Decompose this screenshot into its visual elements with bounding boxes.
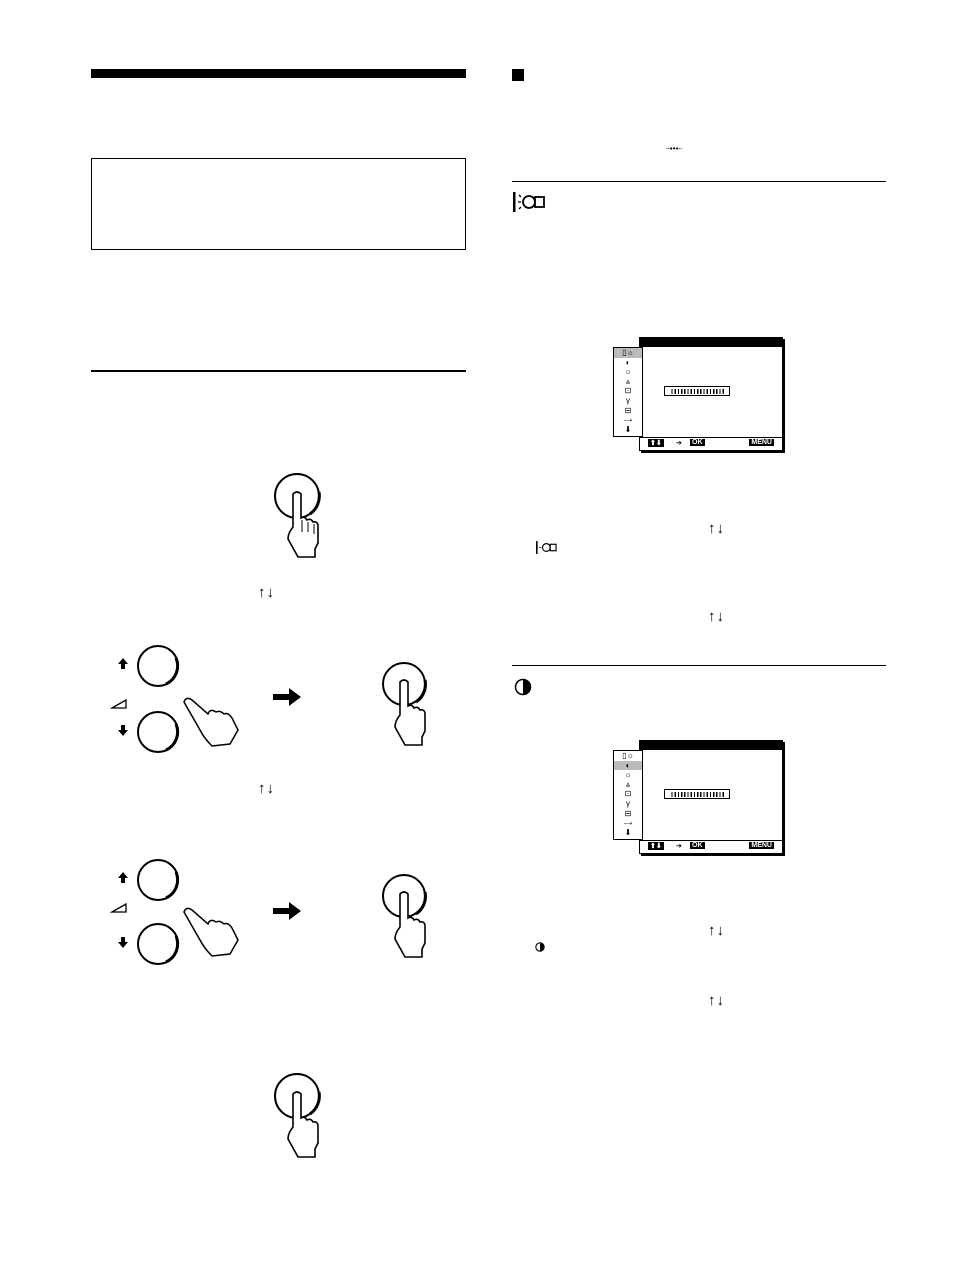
osd-icon-menu: ▯☼ ◐ ☼ ⩓ ⊡ γ ⊟ ⤏ ⬇ — [613, 750, 643, 840]
osd-nav-icon: ⬆⬇ — [648, 439, 664, 447]
section-title-bar — [91, 69, 466, 78]
up-down-arrows-icon: ↑↓ — [708, 520, 725, 537]
osd-screen: ⬆⬇ ➔ OK MENU — [639, 740, 783, 854]
up-down-buttons-with-hand-icon — [110, 859, 239, 965]
osd-backlight-menu: ⬆⬇ ➔ OK MENU ▯☼ ◐ ☼ ⩓ ⊡ γ ⊟ ⤏ ⬇ — [613, 337, 783, 453]
osd-menu-contrast-icon: ◐ — [625, 357, 631, 367]
section-bullet-icon — [512, 69, 524, 81]
osd-menu-color-icon: ⊡ — [624, 789, 632, 799]
osd-level-bar — [664, 789, 730, 799]
osd-menu-label: MENU — [749, 842, 774, 849]
adjust-buttons-illustration-1 — [110, 642, 250, 756]
down-arrow-icon — [118, 725, 128, 736]
hand-pressing-button-icon — [382, 874, 427, 958]
up-arrow-icon — [118, 658, 128, 669]
arrow-right-icon — [273, 688, 301, 706]
arrow-right-icon — [273, 902, 301, 920]
adjust-buttons-illustration-2 — [110, 856, 250, 970]
osd-menu-brightness-icon: ☼ — [624, 367, 632, 377]
osd-menu-label: MENU — [749, 439, 774, 446]
osd-nav-icon: ⬆⬇ — [648, 842, 664, 850]
osd-footer: ⬆⬇ ➔ OK MENU — [640, 437, 782, 450]
osd-footer: ⬆⬇ ➔ OK MENU — [640, 840, 782, 853]
osd-ok-label: OK — [690, 842, 705, 849]
hand-pressing-button-icon — [274, 473, 321, 558]
adjust-icon — [110, 698, 127, 709]
osd-ok-label: OK — [690, 439, 705, 446]
up-down-arrows-icon: ↑↓ — [258, 780, 275, 797]
osd-menu-reset-icon: ⤏ — [623, 818, 633, 828]
backlight-icon — [513, 192, 547, 212]
contrast-icon — [514, 678, 532, 696]
note-box — [91, 158, 466, 250]
osd-title-bar — [640, 338, 782, 347]
osd-menu-gamma-icon: γ — [626, 395, 630, 405]
divider — [91, 370, 466, 372]
press-button-illustration-2 — [380, 658, 440, 750]
backlight-inline-icon — [536, 541, 558, 554]
osd-arrow-icon: ➔ — [676, 440, 682, 447]
osd-menu-reset-icon: ⤏ — [623, 415, 633, 425]
contrast-inline-icon — [535, 942, 545, 952]
osd-menu-down-icon: ⬇ — [624, 424, 632, 434]
osd-title-bar — [640, 741, 782, 750]
osd-menu-sharpness-icon: ⩓ — [625, 376, 631, 386]
osd-menu-backlight-icon: ▯☼ — [622, 751, 634, 760]
inline-center-icon: ⇢•⇠ — [666, 144, 683, 153]
up-down-arrows-icon: ↑↓ — [258, 584, 275, 601]
osd-menu-backlight-icon: ▯☼ — [614, 348, 642, 358]
up-down-arrows-icon: ↑↓ — [708, 992, 725, 1009]
osd-menu-color-icon: ⊡ — [624, 386, 632, 396]
press-button-illustration-4 — [270, 1070, 330, 1162]
up-down-buttons-with-hand-icon — [110, 645, 239, 753]
osd-menu-sharpness-icon: ⩓ — [625, 779, 631, 789]
osd-icon-menu: ▯☼ ◐ ☼ ⩓ ⊡ γ ⊟ ⤏ ⬇ — [613, 347, 643, 437]
osd-level-bar — [664, 386, 730, 396]
osd-menu-position-icon: ⊟ — [624, 808, 632, 818]
osd-arrow-icon: ➔ — [676, 843, 682, 850]
press-button-illustration-3 — [380, 870, 440, 962]
up-down-arrows-icon: ↑↓ — [708, 922, 725, 939]
osd-menu-gamma-icon: γ — [626, 798, 630, 808]
osd-menu-brightness-icon: ☼ — [624, 770, 632, 780]
divider — [512, 181, 886, 182]
up-down-arrows-icon: ↑↓ — [708, 608, 725, 625]
osd-menu-contrast-icon: ◐ — [614, 760, 642, 771]
osd-menu-down-icon: ⬇ — [624, 827, 632, 837]
hand-pressing-button-icon — [382, 662, 427, 746]
divider — [512, 665, 886, 666]
osd-contrast-menu: ⬆⬇ ➔ OK MENU ▯☼ ◐ ☼ ⩓ ⊡ γ ⊟ ⤏ ⬇ — [613, 740, 783, 856]
osd-menu-position-icon: ⊟ — [624, 405, 632, 415]
press-button-illustration-1 — [270, 470, 330, 562]
osd-screen: ⬆⬇ ➔ OK MENU — [639, 337, 783, 451]
hand-pressing-button-icon — [274, 1073, 321, 1158]
